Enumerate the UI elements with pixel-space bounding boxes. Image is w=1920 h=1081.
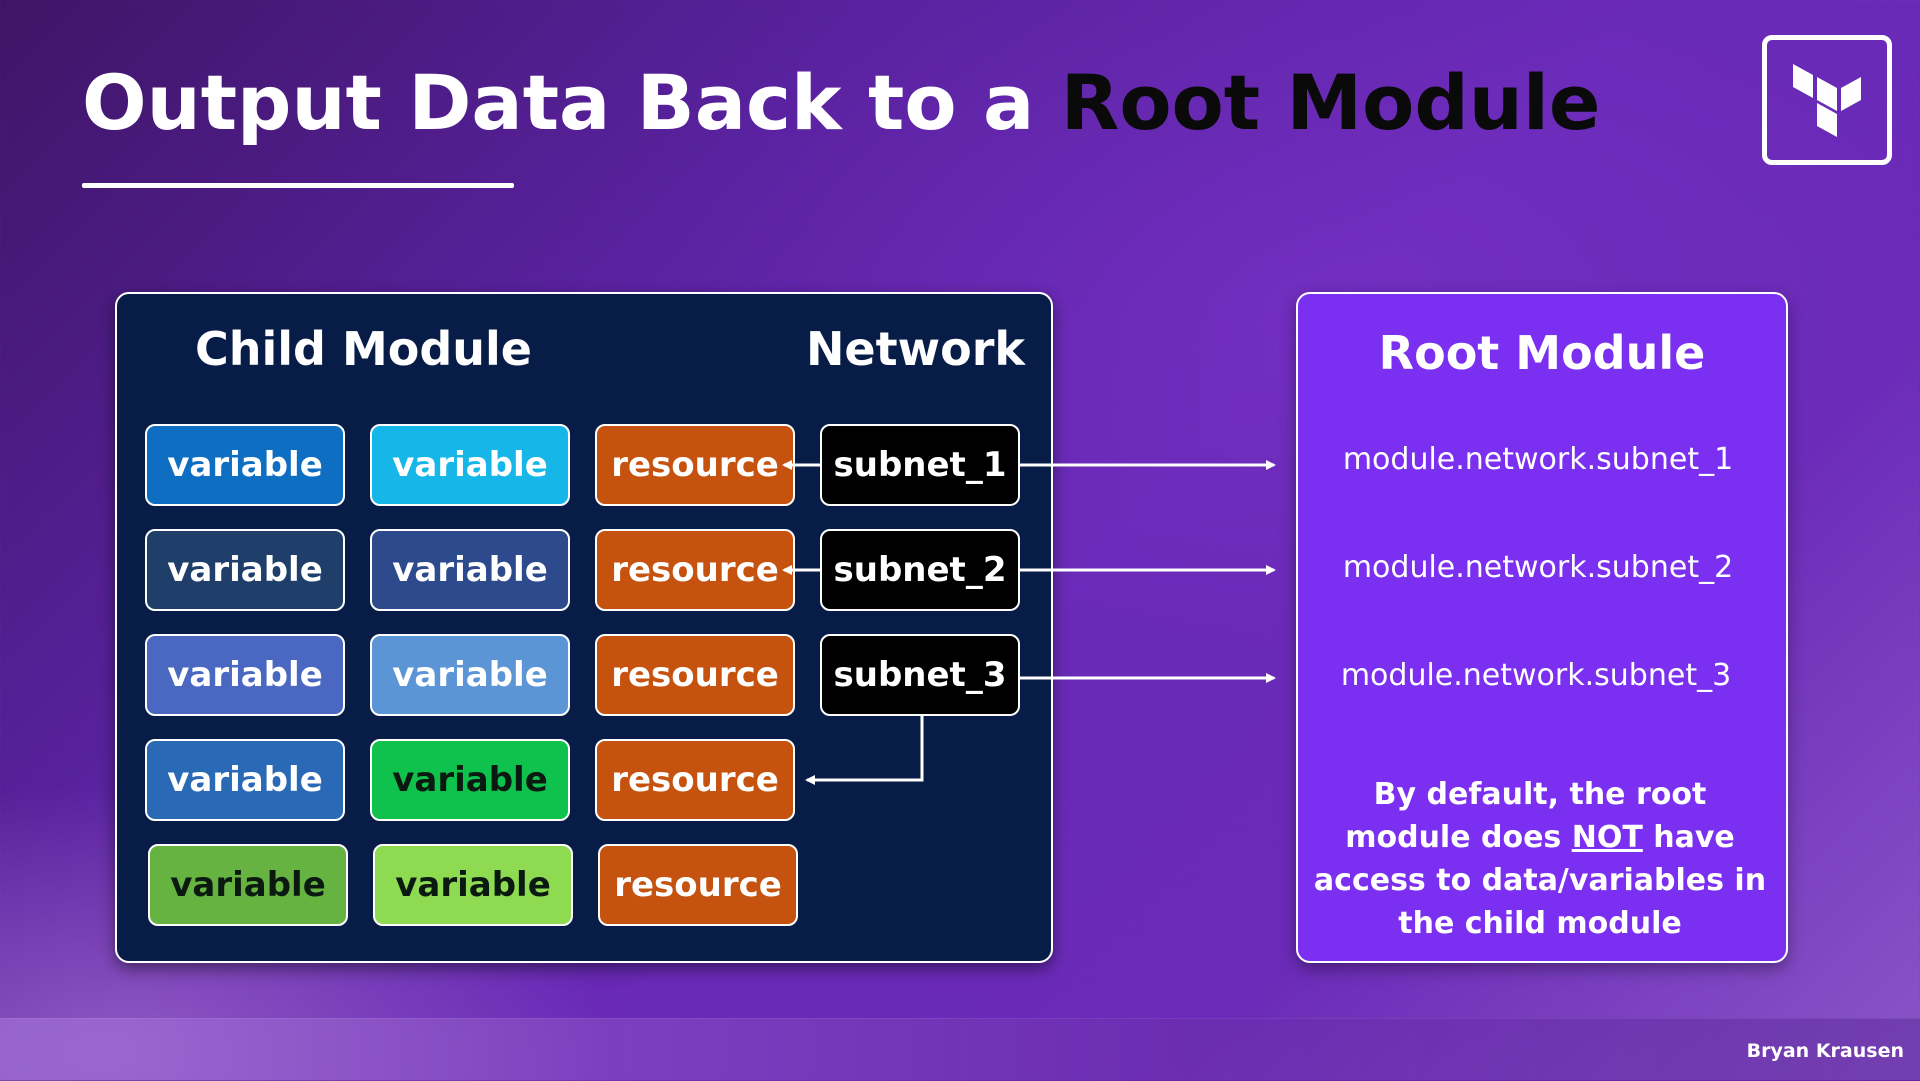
resource-box: resource: [595, 424, 795, 506]
variable-box: variable: [145, 529, 345, 611]
slide-title: Output Data Back to a Root Module: [82, 58, 1600, 147]
footer-band: [0, 1018, 1920, 1081]
title-part-2: Root Module: [1060, 58, 1601, 147]
output-reference-2: module.network.subnet_2: [1342, 550, 1734, 585]
terraform-logo-icon: [1762, 35, 1892, 165]
subnet-1-output-box: subnet_1: [820, 424, 1020, 506]
network-label: Network: [805, 322, 1025, 376]
resource-box: resource: [595, 739, 795, 821]
subnet-3-output-box: subnet_3: [820, 634, 1020, 716]
variable-box: variable: [370, 529, 570, 611]
note-text-1: By default, the root module does: [1345, 777, 1707, 855]
variable-box: variable: [145, 739, 345, 821]
resource-box: resource: [595, 529, 795, 611]
resource-box: resource: [595, 634, 795, 716]
variable-box: variable: [148, 844, 348, 926]
root-module-heading: Root Module: [1378, 326, 1706, 380]
note-text-2: have access to data/variables in the chi…: [1313, 820, 1767, 941]
note-emphasis: NOT: [1571, 820, 1643, 855]
subnet-2-output-box: subnet_2: [820, 529, 1020, 611]
presenter-credit: Bryan Krausen: [1746, 1040, 1904, 1062]
variable-box: variable: [370, 739, 570, 821]
title-part-1: Output Data Back to a: [82, 58, 1061, 147]
variable-box: variable: [370, 424, 570, 506]
child-module-heading: Child Module: [195, 322, 533, 376]
resource-box: resource: [598, 844, 798, 926]
variable-box: variable: [370, 634, 570, 716]
variable-box: variable: [373, 844, 573, 926]
access-note: By default, the root module does NOT hav…: [1306, 773, 1774, 945]
variable-box: variable: [145, 634, 345, 716]
title-underline: [82, 183, 514, 188]
output-reference-1: module.network.subnet_1: [1342, 442, 1734, 477]
root-module-panel: Root Module: [1296, 292, 1788, 963]
arrow-subnet-3-to-resource: [805, 716, 924, 785]
output-reference-3: module.network.subnet_3: [1340, 658, 1732, 693]
variable-box: variable: [145, 424, 345, 506]
terraform-logo-glyph: [1793, 64, 1861, 137]
